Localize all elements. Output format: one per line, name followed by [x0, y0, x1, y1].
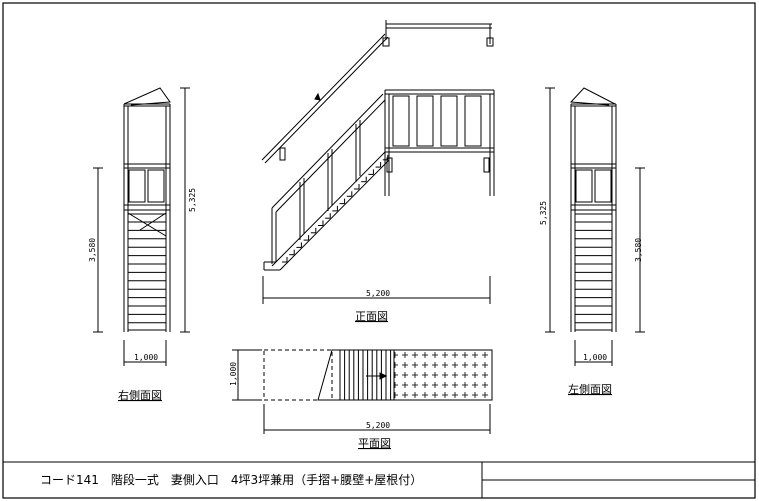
right-width-dim: [123, 340, 167, 366]
front-view-label: 正面図: [355, 310, 388, 323]
right-floor-dim: [93, 167, 103, 333]
right-total-height-label: 5,325: [188, 188, 197, 212]
left-side-view-label: 左側面図: [568, 383, 612, 396]
plan-width-dim: [263, 404, 491, 434]
left-width-label: 1,000: [583, 353, 607, 362]
title-block-text: コード141 階段一式 妻側入口 4坪3坪兼用（手摺+腰壁+屋根付）: [40, 472, 422, 487]
left-floor-dim: [635, 167, 645, 333]
right-side-view: [123, 87, 171, 332]
left-floor-height-label: 3,580: [634, 238, 643, 262]
right-width-label: 1,000: [134, 353, 158, 362]
plan-view: [263, 349, 493, 401]
right-height-dim: [180, 87, 190, 333]
front-view: [261, 20, 495, 271]
left-side-view: [569, 87, 617, 332]
plan-width-label: 5,200: [366, 421, 390, 430]
left-height-dim: [545, 87, 555, 333]
plan-depth-dim: [232, 349, 262, 401]
plan-view-label: 平面図: [358, 437, 391, 450]
front-width-dim: [262, 276, 491, 304]
plan-depth-label: 1,000: [229, 362, 238, 386]
right-floor-height-label: 3,580: [88, 238, 97, 262]
left-total-height-label: 5,325: [539, 201, 548, 225]
left-width-dim: [574, 340, 613, 366]
front-width-label: 5,200: [366, 289, 390, 298]
right-side-view-label: 右側面図: [118, 388, 162, 402]
